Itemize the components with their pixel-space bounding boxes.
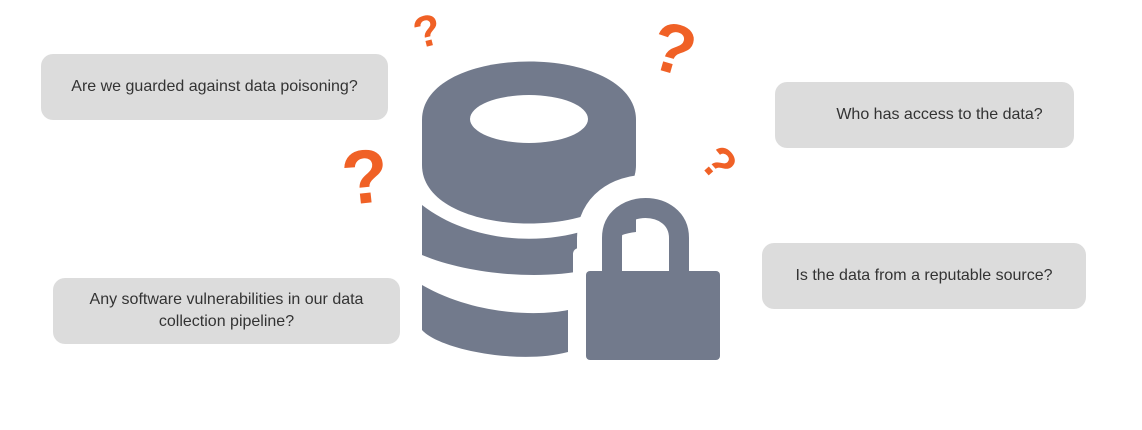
question-text: Any software vulnerabilities in our data… xyxy=(89,291,364,330)
question-bubble-access: Who has access to the data? xyxy=(775,82,1074,148)
question-text: Are we guarded against data poisoning? xyxy=(71,78,358,95)
question-bubble-source: Is the data from a reputable source? xyxy=(762,243,1086,309)
question-mark-icon: ? xyxy=(337,132,393,223)
question-bubble-poisoning: Are we guarded against data poisoning? xyxy=(41,54,388,120)
question-text: Is the data from a reputable source? xyxy=(795,267,1053,284)
question-bubble-vulnerabilities: Any software vulnerabilities in our data… xyxy=(53,278,400,344)
database-top-hole xyxy=(470,95,588,143)
padlock-icon xyxy=(586,198,720,360)
question-text: Who has access to the data? xyxy=(836,106,1043,123)
